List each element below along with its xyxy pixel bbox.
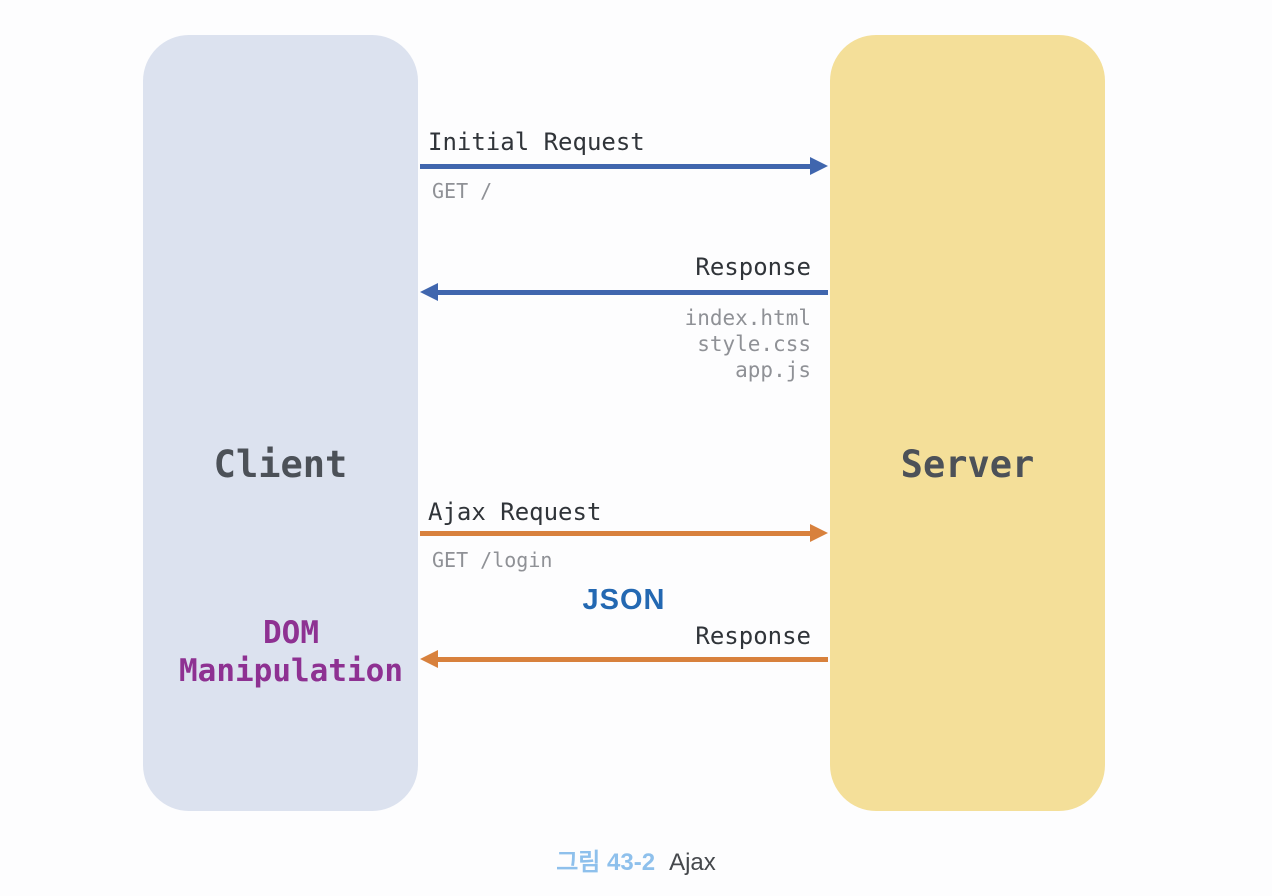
initial-request-detail: GET / xyxy=(432,179,493,203)
figure-title: Ajax xyxy=(669,849,716,876)
arrow-head-left-icon xyxy=(420,283,438,301)
response-file: index.html xyxy=(684,306,811,330)
client-label: Client xyxy=(213,443,348,486)
figure-number: 그림 43-2 xyxy=(556,849,656,876)
initial-response-label: Response xyxy=(695,253,811,281)
ajax-response-arrow xyxy=(420,650,828,668)
server-box: Server xyxy=(830,35,1105,811)
figure-caption: 그림 43-2 Ajax xyxy=(0,842,1272,877)
arrow-shaft xyxy=(420,163,810,169)
initial-request-arrow xyxy=(420,157,828,175)
json-payload-label: JSON xyxy=(582,584,666,616)
initial-response-arrow xyxy=(420,283,828,301)
arrow-shaft xyxy=(438,289,828,295)
arrow-shaft xyxy=(438,656,828,662)
arrow-head-left-icon xyxy=(420,650,438,668)
ajax-request-detail: GET /login xyxy=(432,548,553,572)
client-box: Client xyxy=(143,35,418,811)
dom-note-line1: DOM xyxy=(263,615,319,651)
ajax-response-label: Response xyxy=(695,622,811,650)
initial-request-label: Initial Request xyxy=(428,128,645,156)
arrow-head-right-icon xyxy=(810,524,828,542)
response-file: app.js xyxy=(735,358,811,382)
arrow-head-right-icon xyxy=(810,157,828,175)
arrow-shaft xyxy=(420,530,810,536)
ajax-request-label: Ajax Request xyxy=(428,498,602,526)
ajax-request-arrow xyxy=(420,524,828,542)
server-label: Server xyxy=(900,443,1035,486)
dom-note-line2: Manipulation xyxy=(179,653,403,689)
response-file: style.css xyxy=(697,332,811,356)
response-files-list: index.html style.css app.js xyxy=(420,305,811,383)
dom-manipulation-note: DOM Manipulation xyxy=(130,614,452,690)
